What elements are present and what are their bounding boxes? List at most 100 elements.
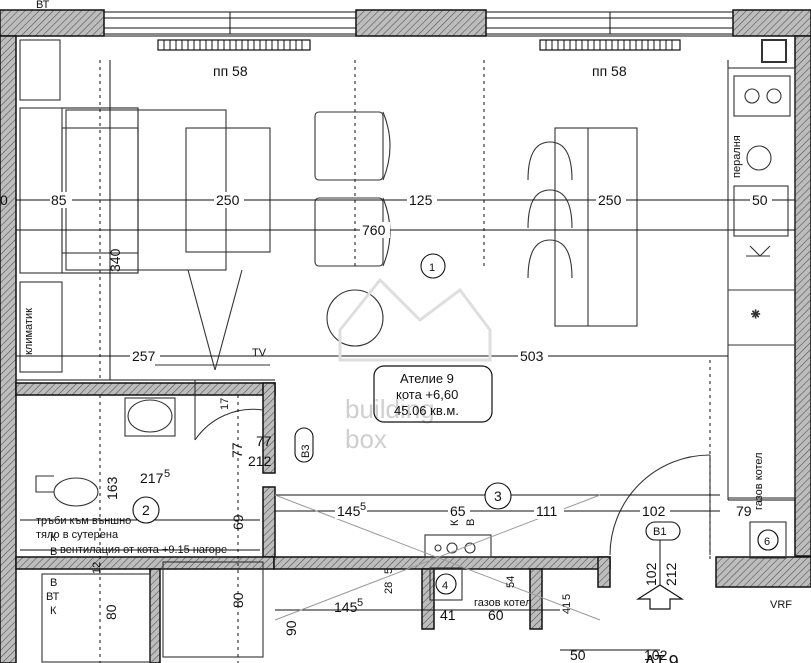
bar-stool-2 [527, 189, 573, 229]
hob [733, 75, 791, 117]
wall-bathroom-top [15, 382, 276, 396]
dim-41-a: 41 [440, 607, 456, 623]
dim-145-b-sup: 5 [357, 597, 363, 609]
dim-257: 257 [132, 348, 156, 364]
radiator-left [157, 39, 311, 51]
sofa [19, 107, 139, 274]
wall-toilet-split [149, 568, 161, 663]
dim-85: 85 [51, 192, 67, 208]
wall-bottom-left [15, 556, 275, 570]
dim-163: 163 [104, 476, 120, 500]
label-gazov-kotel-2: газов котел [474, 597, 532, 609]
legend-vt: ВТ [46, 591, 60, 603]
dim-212-a: 212 [248, 453, 272, 469]
dim-77-b: 77 [256, 433, 272, 449]
bar-counter [554, 127, 638, 327]
legend-b: В [50, 577, 57, 589]
wall-right-lower [715, 556, 811, 588]
wall-top-middle [355, 9, 487, 37]
round-table [326, 289, 384, 347]
dim-250-b: 250 [598, 192, 622, 208]
dim-69: 69 [230, 514, 246, 530]
label-k-small: К [449, 519, 461, 526]
radiator-right [539, 39, 681, 51]
marker-b3 [294, 427, 314, 463]
wall-bathroom-right [262, 382, 276, 474]
marker-4-label: 4 [442, 580, 448, 592]
dim-145-a: 145 [337, 503, 361, 519]
windows [103, 11, 734, 35]
dim-102-a: 102 [642, 503, 666, 519]
fridge-box [761, 39, 787, 63]
shower-tray-1 [41, 573, 151, 663]
label-peralnya: пералня [731, 135, 743, 178]
marker-circle-4 [435, 573, 457, 595]
legend-k: К [50, 532, 57, 544]
washing-machine [746, 145, 772, 171]
dim-54: 54 [505, 576, 517, 588]
bar-stool-3 [527, 239, 573, 279]
marker-b1-label: В1 [653, 526, 666, 538]
sink [733, 185, 789, 237]
wall-top-right [732, 9, 811, 37]
hob-corridor [424, 534, 492, 558]
marker-2-label: 2 [142, 502, 150, 518]
dining-chair-1 [314, 111, 384, 181]
dim-28-sup: 5 [383, 568, 395, 574]
dim-0: 0 [0, 192, 8, 208]
dim-12: 12 [91, 562, 103, 574]
dim-80-a: 80 [103, 604, 119, 620]
note-vent: вентилация от кота +9.15 нагоре [60, 544, 227, 556]
dim-50-b: 50 [570, 647, 586, 663]
note-body: тяло в сутерена [36, 529, 119, 541]
room-level: кота +6,60 [396, 387, 458, 402]
dim-217-sup: 5 [164, 468, 170, 480]
dim-60: 60 [488, 607, 504, 623]
marker-circle-3 [484, 482, 512, 510]
label-klimatik: климатик [23, 308, 35, 355]
marker-circle-6 [757, 529, 779, 551]
boiler-shaft [429, 567, 463, 601]
dim-65: 65 [450, 503, 466, 519]
room-area: 45.06 кв.м. [394, 403, 459, 418]
room-name: Ателие 9 [400, 371, 454, 386]
wall-shaft-r [529, 568, 543, 630]
dim-77-a: 77 [229, 442, 245, 458]
dim-41-b: 41 [561, 602, 573, 614]
dim-217: 217 [140, 470, 164, 486]
wall-bathroom-right-low [262, 486, 276, 558]
watermark-line1: building [345, 394, 435, 424]
note-pipes: тръби към външно [36, 515, 131, 527]
svg-text:✳: ✳ [751, 309, 760, 321]
coffee-table [185, 127, 271, 253]
dim-102-b: 102 [643, 562, 659, 586]
wall-corridor-right [597, 556, 611, 588]
watermark-line2: box [345, 424, 387, 454]
marker-b1 [645, 521, 681, 541]
dim-212-b: 212 [663, 562, 679, 586]
label-radiator-left: пп 58 [213, 63, 248, 79]
walls [0, 9, 811, 663]
door-swing [609, 454, 711, 556]
dim-503: 503 [520, 348, 544, 364]
marker-b3-label: В3 [300, 445, 312, 458]
dim-111: 111 [536, 503, 557, 519]
unit-tag: АТ.9 [644, 652, 679, 663]
marker-6-label: 6 [764, 536, 770, 548]
room-label-box [373, 365, 493, 423]
toilet [53, 477, 99, 507]
dim-28: 28 [383, 582, 395, 594]
label-gazov-kotel-1: газов котел [753, 452, 765, 510]
dim-102-c: 102 [644, 647, 668, 663]
label-bt-top: ВТ [36, 0, 50, 11]
furniture [19, 39, 638, 373]
label-radiator-right: пп 58 [592, 63, 627, 79]
dim-145-a-sup: 5 [360, 501, 366, 513]
dim-90: 90 [283, 620, 299, 636]
boiler-right [749, 521, 787, 559]
entrance-arrow [635, 584, 685, 610]
marker-circle-1 [420, 253, 446, 279]
watermark: building box [338, 277, 492, 454]
wall-shaft [421, 568, 435, 630]
